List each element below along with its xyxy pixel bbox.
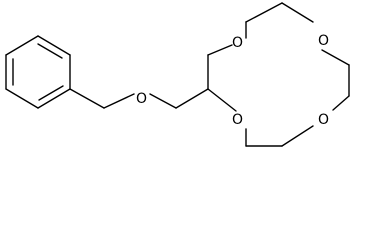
- bond: [69, 88, 105, 109]
- bond: [245, 2, 283, 23]
- crown-ether-ring: [207, 2, 350, 147]
- bond: [149, 93, 177, 109]
- benzene-ring: [5, 35, 71, 109]
- bond: [5, 35, 39, 56]
- oxygen-atom-label: O: [232, 35, 243, 51]
- bond: [207, 88, 237, 112]
- oxygen-atom-label: O: [318, 112, 329, 128]
- bond: [281, 125, 314, 147]
- oxygen-atom-label: O: [136, 91, 147, 107]
- bond: [103, 93, 135, 109]
- bond: [175, 88, 209, 109]
- bond: [5, 88, 39, 109]
- bond: [207, 44, 233, 56]
- bond: [37, 35, 71, 56]
- oxygen-atom-label: O: [232, 112, 243, 128]
- double-bond-inner: [37, 43, 63, 59]
- bond: [37, 88, 71, 109]
- benzyloxymethyl-chain: [69, 88, 209, 109]
- bond: [332, 95, 350, 111]
- bond: [321, 49, 350, 66]
- oxygen-atom-label: O: [318, 33, 329, 49]
- double-bond-inner: [38, 85, 64, 101]
- chemical-structure-diagram: O O O O O: [5, 2, 350, 147]
- bond: [281, 2, 314, 23]
